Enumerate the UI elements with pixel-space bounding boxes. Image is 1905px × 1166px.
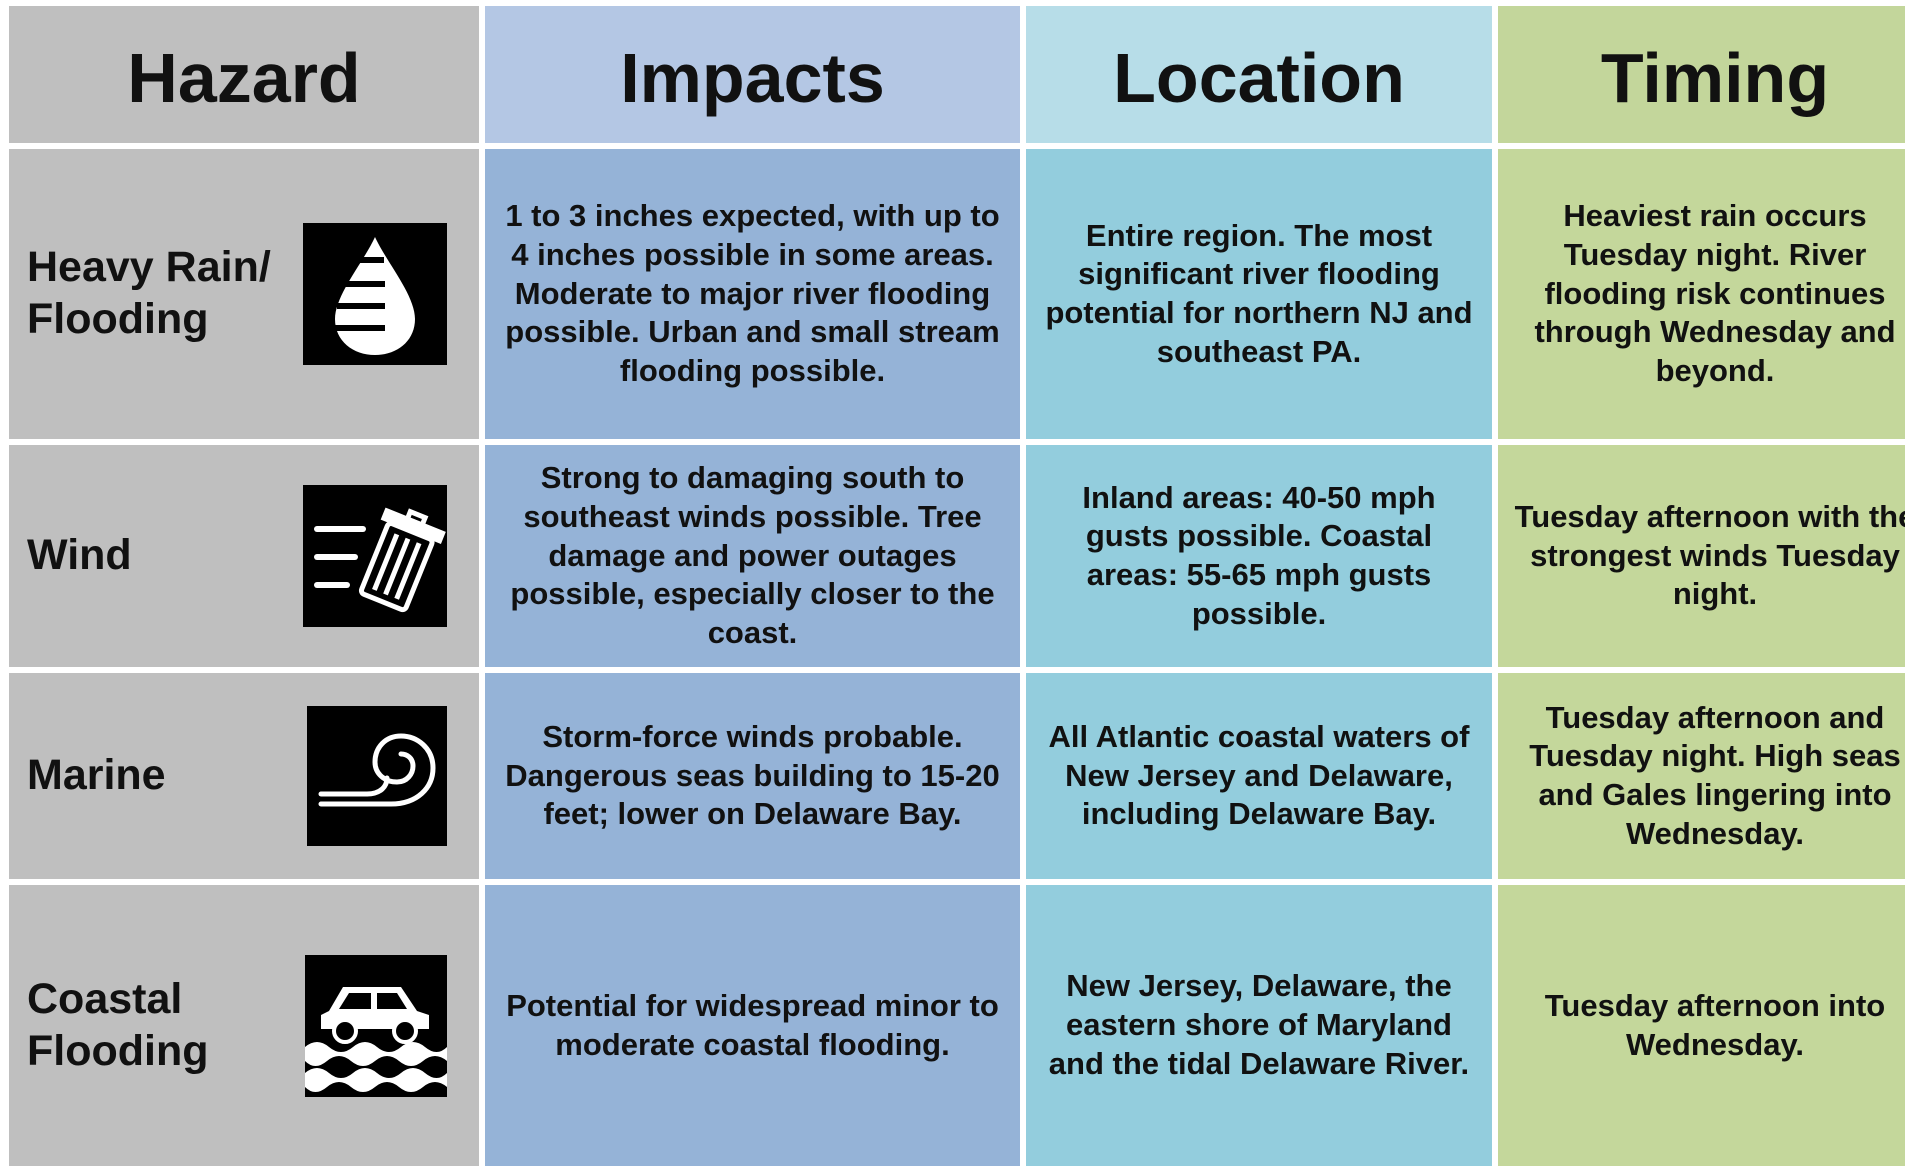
hazard-cell-heavy-rain: Heavy Rain/ Flooding: [9, 149, 479, 439]
header-timing: Timing: [1498, 6, 1905, 143]
swirling-wind-icon: [307, 706, 447, 846]
timing-cell: Tuesday afternoon with the strongest win…: [1498, 445, 1905, 667]
impacts-cell: 1 to 3 inches expected, with up to 4 inc…: [485, 149, 1020, 439]
timing-cell: Heaviest rain occurs Tuesday night. Rive…: [1498, 149, 1905, 439]
hazard-table: Hazard Impacts Location Timing Heavy Rai…: [9, 6, 1905, 1166]
hazard-name: Heavy Rain/ Flooding: [27, 243, 271, 343]
hazard-name: Wind: [27, 531, 132, 580]
timing-cell: Tuesday afternoon into Wednesday.: [1498, 885, 1905, 1166]
location-cell: Entire region. The most significant rive…: [1026, 149, 1492, 439]
hazard-name: Coastal Flooding: [27, 974, 209, 1075]
hazard-cell-marine: Marine: [9, 673, 479, 879]
wind-trash-can-icon: [303, 485, 447, 627]
impacts-cell: Storm-force winds probable. Dangerous se…: [485, 673, 1020, 879]
header-location: Location: [1026, 6, 1492, 143]
header-hazard: Hazard: [9, 6, 479, 143]
hazard-cell-wind: Wind: [9, 445, 479, 667]
raindrop-icon: [303, 223, 447, 365]
car-in-water-icon: [305, 954, 447, 1097]
hazard-name: Marine: [27, 751, 166, 800]
impacts-cell: Potential for widespread minor to modera…: [485, 885, 1020, 1166]
location-cell: New Jersey, Delaware, the eastern shore …: [1026, 885, 1492, 1166]
location-cell: All Atlantic coastal waters of New Jerse…: [1026, 673, 1492, 879]
hazard-cell-coastal-flooding: Coastal Flooding: [9, 885, 479, 1166]
timing-cell: Tuesday afternoon and Tuesday night. Hig…: [1498, 673, 1905, 879]
impacts-cell: Strong to damaging south to southeast wi…: [485, 445, 1020, 667]
header-impacts: Impacts: [485, 6, 1020, 143]
location-cell: Inland areas: 40-50 mph gusts possible. …: [1026, 445, 1492, 667]
